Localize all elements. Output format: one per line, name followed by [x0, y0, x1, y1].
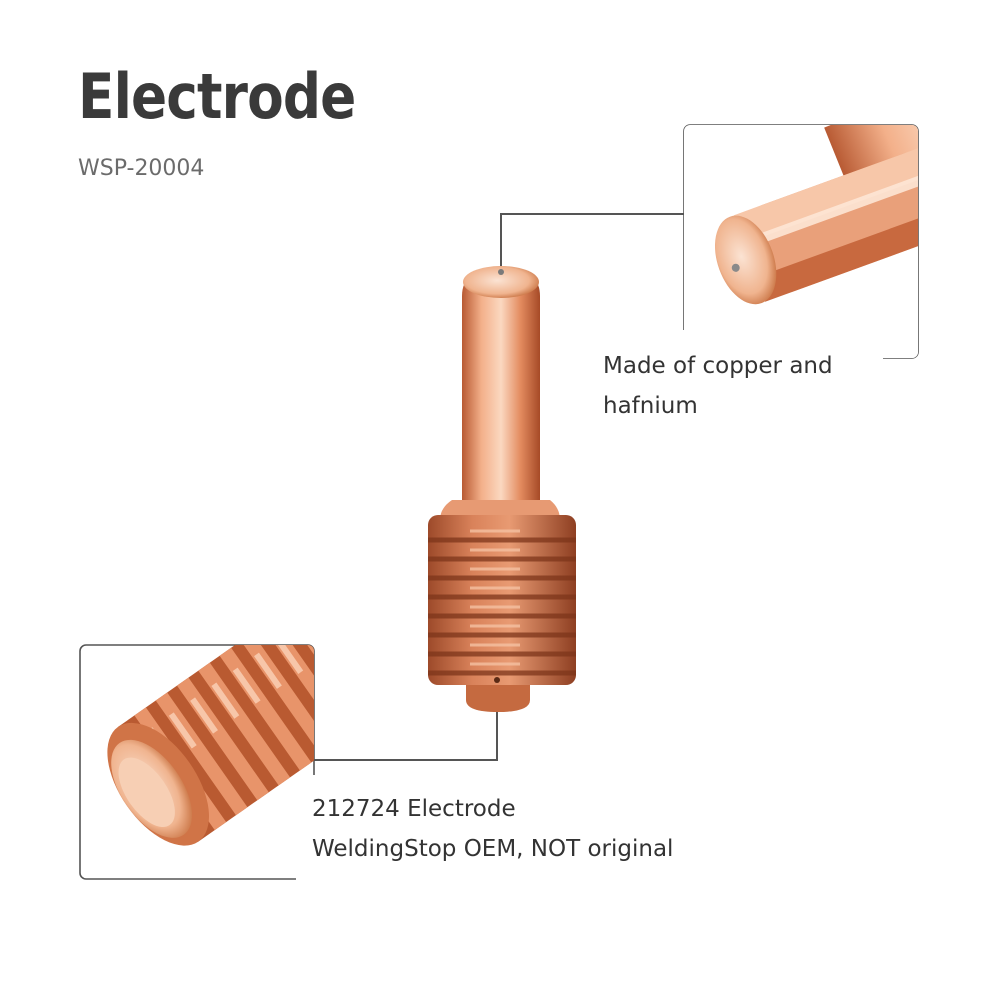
callout-material-line-1: Made of copper and	[603, 353, 833, 379]
callout-label-bg-bottom	[296, 775, 716, 883]
callout-frame-bottom	[79, 644, 315, 880]
callout-part-number: 212724 Electrode WeldingStop OEM, NOT or…	[312, 789, 673, 869]
page-title: Electrode	[78, 60, 356, 133]
product-sku: WSP-20004	[78, 156, 205, 181]
tip-closeup-image	[684, 125, 918, 358]
base-closeup-image	[107, 645, 314, 846]
callout-part-line-2: WeldingStop OEM, NOT original	[312, 836, 674, 862]
callout-part-line-1: 212724 Electrode	[312, 796, 516, 822]
callout-material: Made of copper and hafnium	[603, 346, 833, 426]
callout-frame-top	[683, 124, 919, 359]
callout-material-line-2: hafnium	[603, 393, 698, 419]
callout-label-bg-top	[585, 330, 883, 440]
electrode-main	[428, 266, 576, 712]
